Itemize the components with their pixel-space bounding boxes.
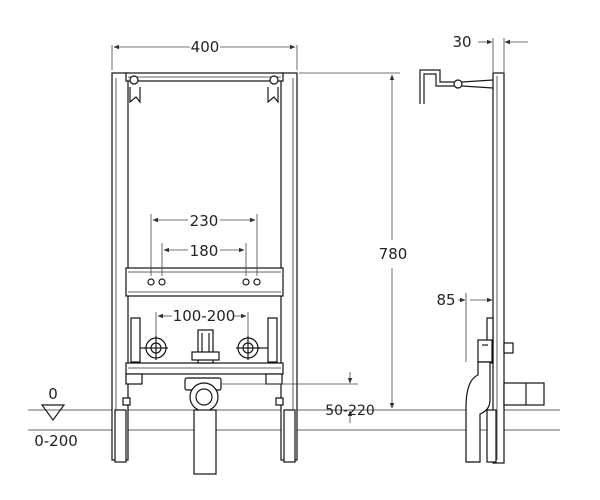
mounting-hole <box>158 278 166 286</box>
outer-pipe-spacing-label: 230 <box>190 212 219 230</box>
front-view: 400 230 180 100-200 <box>28 38 560 475</box>
floor-adjust-label: 0-200 <box>34 432 78 450</box>
right-water-valve <box>236 317 278 363</box>
side-upright <box>492 72 505 464</box>
mounting-hole <box>147 278 155 286</box>
lower-rail <box>125 362 284 375</box>
dimension-width: 400 <box>111 38 298 70</box>
dimension-outer-pipe-spacing: 230 <box>150 212 258 276</box>
left-foot <box>114 409 127 463</box>
left-water-valve <box>130 317 168 363</box>
drain-height-label: 50-220 <box>325 403 375 419</box>
floor-zero-label: 0 <box>48 385 58 403</box>
inner-pipe-spacing-label: 180 <box>190 242 219 260</box>
dimension-drain-height: 50-220 <box>221 372 375 423</box>
dimension-inner-pipe-spacing: 180 <box>161 242 247 276</box>
dimension-frame-depth: 30 <box>452 33 528 72</box>
dimension-height: 780 <box>299 72 408 409</box>
side-wall-bracket <box>419 69 494 104</box>
height-dimension-label: 780 <box>379 245 408 263</box>
drain-outlet <box>184 377 222 475</box>
frame-depth-label: 30 <box>452 33 471 51</box>
mounting-hole <box>242 278 250 286</box>
dimension-valve-spacing: 100-200 <box>155 307 249 336</box>
right-wall-bracket <box>267 75 279 104</box>
central-bracket <box>191 329 220 364</box>
side-valve <box>477 317 514 364</box>
width-dimension-label: 400 <box>191 38 220 56</box>
left-wall-bracket <box>129 75 141 104</box>
valve-spacing-label: 100-200 <box>173 307 236 325</box>
side-drain-pipe <box>465 361 545 463</box>
mounting-hole <box>253 278 261 286</box>
side-view: 30 85 <box>419 33 545 464</box>
dimension-pipe-depth: 85 <box>436 291 493 362</box>
right-foot <box>283 409 296 463</box>
floor-level-marker: 0 0-200 <box>34 385 78 450</box>
pipe-depth-label: 85 <box>436 291 455 309</box>
